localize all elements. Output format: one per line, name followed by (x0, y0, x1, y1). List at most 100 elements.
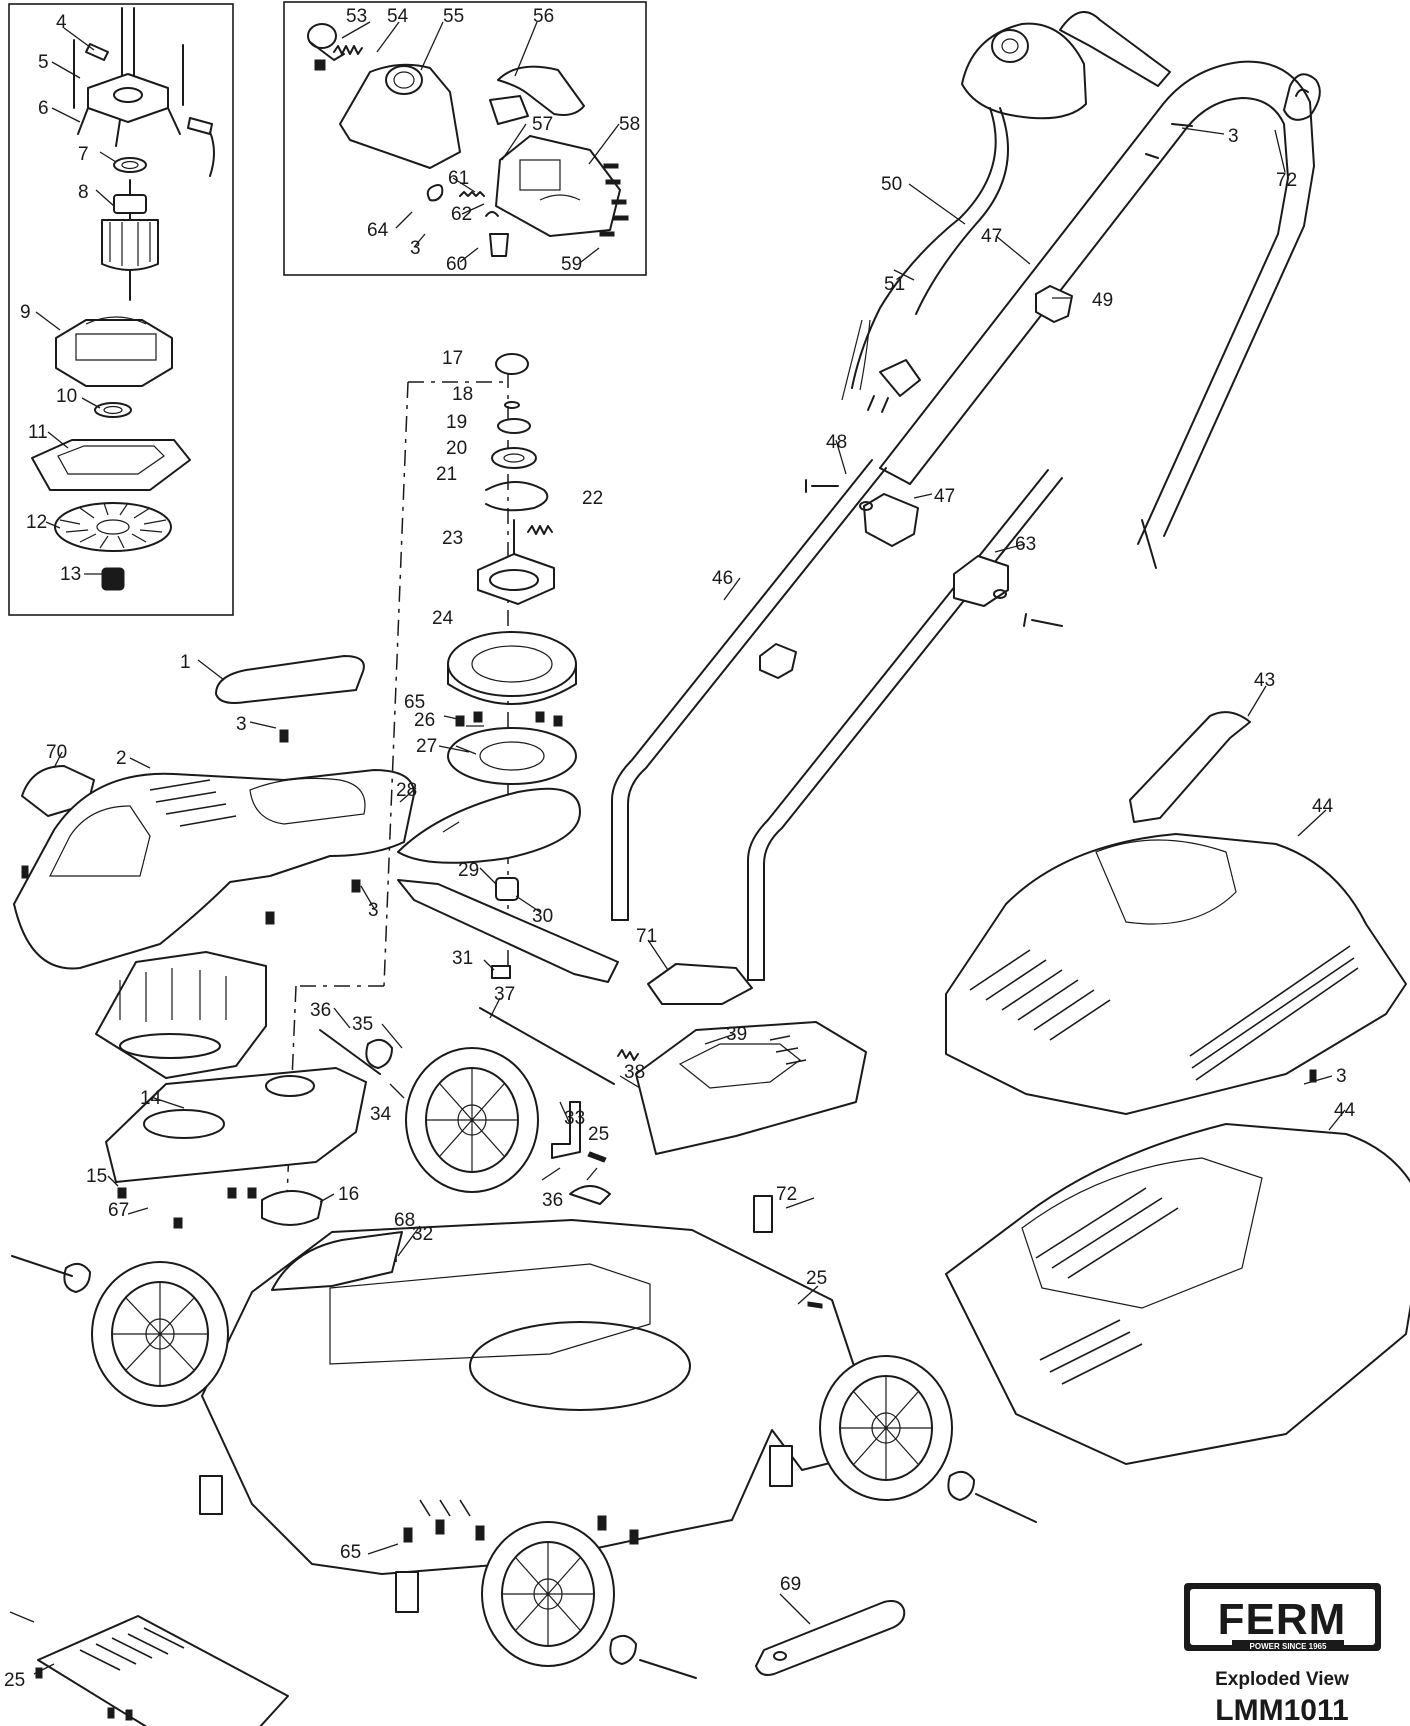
logo-tagline: POWER SINCE 1965 (1250, 1642, 1327, 1651)
callout-label: 8 (78, 182, 89, 203)
callout-label: 43 (1254, 670, 1275, 691)
callout-label: 65 (340, 1542, 361, 1563)
callout-label: 25 (588, 1124, 609, 1145)
model-number: LMM1011 (1215, 1694, 1348, 1726)
callout-label: 55 (443, 6, 464, 27)
callout-label: 3 (1228, 126, 1239, 147)
logo-inner (1190, 1589, 1375, 1645)
callout-label: 22 (582, 488, 603, 509)
callout-label: 19 (446, 412, 467, 433)
callout-label: 3 (368, 900, 379, 921)
leader-lines (9, 21, 1346, 1675)
callout-label: 3 (410, 238, 421, 259)
callout-label: 16 (338, 1184, 359, 1205)
callout-label: 53 (346, 6, 367, 27)
callout-label: 12 (26, 512, 47, 533)
upper-cover (13, 655, 415, 970)
callout-label: 24 (432, 608, 454, 629)
callout-label: 5 (38, 52, 49, 73)
callout-label: 72 (1276, 170, 1297, 191)
callout-labels: 4 5 6 7 8 9 10 11 12 13 53 54 55 56 57 5… (4, 6, 1356, 1691)
callout-label: 47 (934, 486, 955, 507)
callout-label: 46 (712, 568, 733, 589)
callout-label: 2 (116, 748, 127, 769)
callout-label: 68 (394, 1210, 415, 1231)
callout-label: 38 (624, 1062, 645, 1083)
callout-label: 58 (619, 114, 640, 135)
callout-label: 44 (1334, 1100, 1356, 1121)
callout-label: 26 (414, 710, 435, 731)
callout-label: 29 (458, 860, 479, 881)
callout-label: 54 (387, 6, 409, 27)
callout-label: 31 (452, 948, 473, 969)
callout-label: 33 (564, 1108, 585, 1129)
callout-label: 47 (981, 226, 1002, 247)
callout-label: 20 (446, 438, 467, 459)
blade-stack (285, 353, 619, 1221)
switch-box-inset (283, 1, 647, 276)
callout-label: 63 (1015, 534, 1036, 555)
callout-label: 44 (1312, 796, 1334, 817)
callout-label: 7 (78, 144, 89, 165)
callout-label: 62 (451, 204, 472, 225)
callout-label: 1 (180, 652, 191, 673)
motor-inset-box (8, 3, 234, 616)
switch-box-parts (307, 23, 629, 257)
callout-label: 3 (1336, 1066, 1347, 1087)
motor-inset-parts (31, 7, 215, 591)
callout-label: 57 (532, 114, 553, 135)
diagram-subtitle: Exploded View (1215, 1669, 1349, 1690)
callout-label: 3 (236, 714, 247, 735)
tagline-bar (1232, 1640, 1344, 1651)
callout-label: 10 (56, 386, 77, 407)
callout-label: 18 (452, 384, 473, 405)
callout-label: 60 (446, 254, 467, 275)
callout-label: 51 (884, 274, 905, 295)
callout-label: 56 (533, 6, 554, 27)
callout-label: 50 (881, 174, 902, 195)
callout-label: 37 (494, 984, 515, 1005)
callout-label: 65 (404, 692, 425, 713)
callout-label: 39 (726, 1024, 747, 1045)
callout-label: 36 (310, 1000, 331, 1021)
callout-label: 28 (396, 780, 417, 801)
callout-label: 30 (532, 906, 553, 927)
callout-label: 71 (636, 926, 657, 947)
callout-label: 4 (56, 12, 67, 33)
callout-label: 48 (826, 432, 847, 453)
callout-label: 67 (108, 1200, 129, 1221)
callout-label: 70 (46, 742, 67, 763)
handle-assembly (611, 11, 1321, 981)
misc-parts (35, 963, 906, 1726)
callout-label: 21 (436, 464, 457, 485)
logo-text: FERM (1218, 1595, 1347, 1644)
rear-flap-assembly (551, 1021, 867, 1309)
callout-label: 35 (352, 1014, 373, 1035)
callout-label: 72 (776, 1184, 797, 1205)
callout-label: 6 (38, 98, 49, 119)
wheels (11, 1029, 1037, 1679)
callout-label: 32 (412, 1224, 433, 1245)
ferm-logo: FERM POWER SINCE 1965 (1184, 1583, 1381, 1651)
mower-deck (199, 1219, 873, 1613)
callout-label: 13 (60, 564, 81, 585)
callout-label: 23 (442, 528, 463, 549)
callout-label: 27 (416, 736, 437, 757)
motor-assembly (95, 951, 367, 1229)
callout-label: 64 (367, 220, 389, 241)
grass-catcher (945, 711, 1410, 1465)
callout-label: 14 (140, 1088, 162, 1109)
callout-label: 49 (1092, 290, 1113, 311)
callout-label: 9 (20, 302, 31, 323)
callout-label: 11 (28, 422, 48, 443)
callout-label: 36 (542, 1190, 563, 1211)
callout-label: 25 (4, 1670, 25, 1691)
callout-label: 25 (806, 1268, 827, 1289)
callout-label: 61 (448, 168, 469, 189)
callout-label: 59 (561, 254, 582, 275)
callout-label: 34 (370, 1104, 392, 1125)
callout-label: 69 (780, 1574, 801, 1595)
callout-label: 17 (442, 348, 463, 369)
